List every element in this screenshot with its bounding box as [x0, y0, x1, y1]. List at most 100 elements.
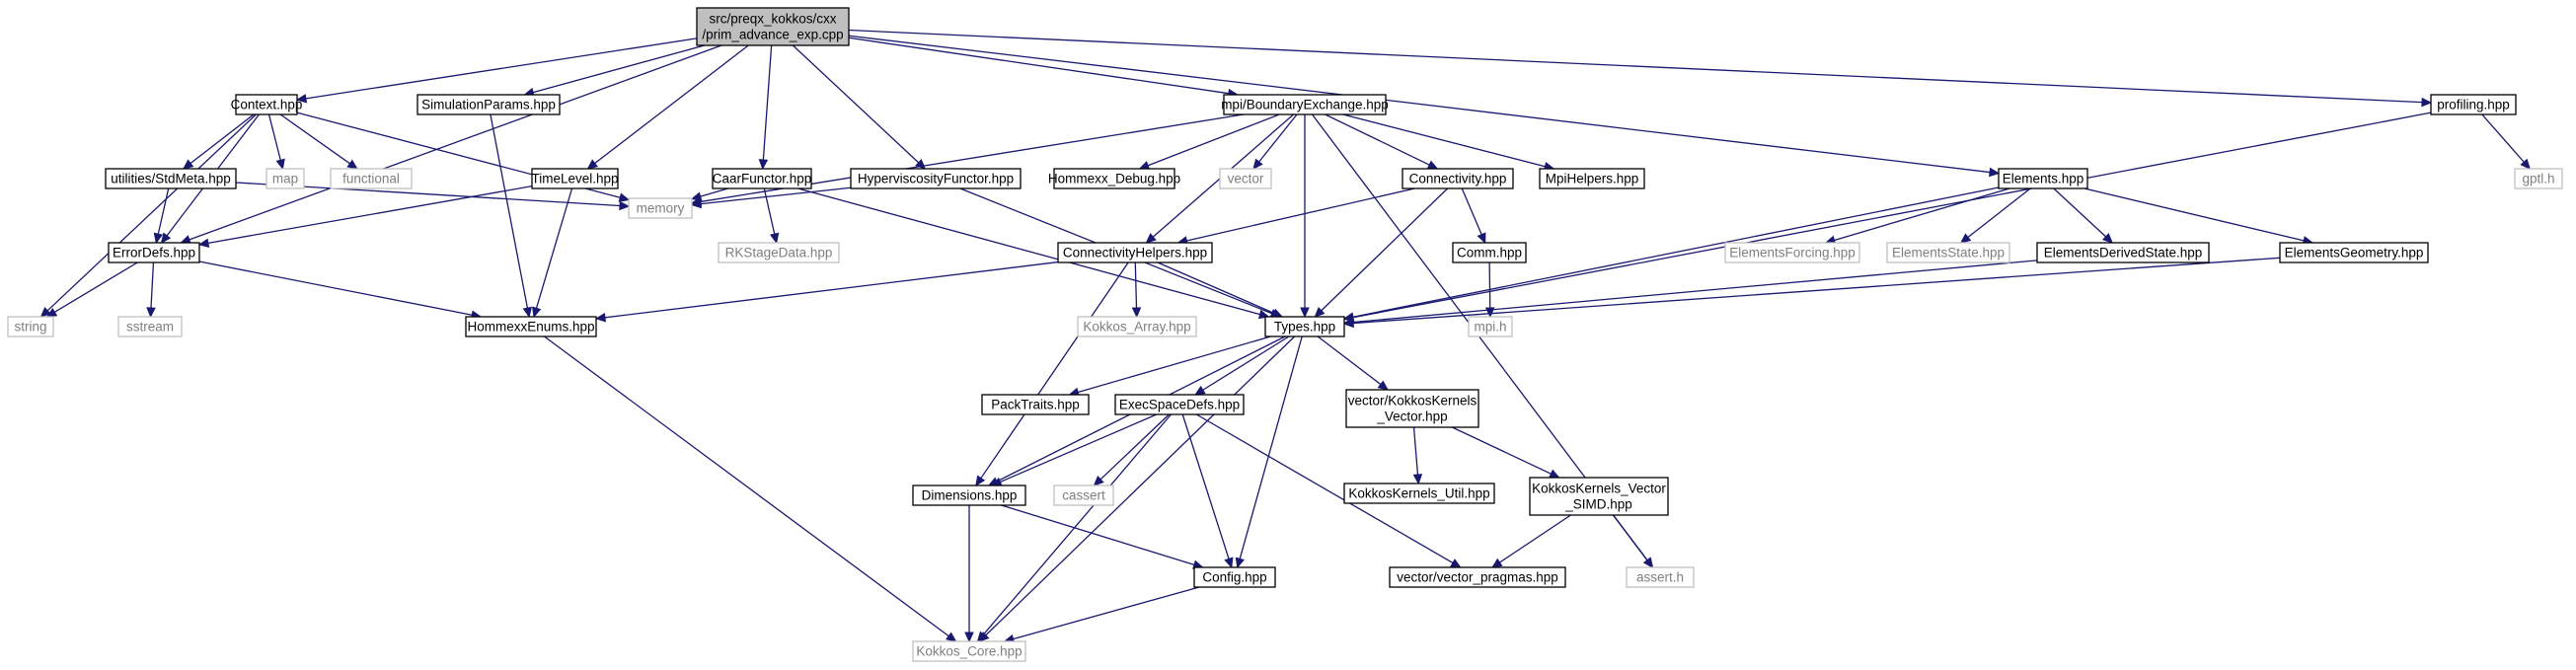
- node-map: map: [265, 168, 305, 189]
- node-vecpragmas[interactable]: vector/vector_pragmas.hpp: [1389, 566, 1566, 588]
- node-elderived[interactable]: ElementsDerivedState.hpp: [2036, 242, 2210, 263]
- node-root[interactable]: src/preqx_kokkos/cxx/prim_advance_exp.cp…: [696, 7, 850, 46]
- edge-arrowhead: [39, 307, 51, 318]
- edge-arrowhead: [153, 232, 164, 245]
- node-kksimd[interactable]: KokkosKernels_Vector_SIMD.hpp: [1529, 477, 1669, 516]
- node-label: TimeLevel.hpp: [531, 172, 618, 186]
- node-box[interactable]: [850, 168, 1022, 189]
- edge-arrowhead: [197, 238, 210, 248]
- edge-arrowhead: [1342, 318, 1354, 329]
- node-hommexxenums[interactable]: HommexxEnums.hpp: [465, 316, 597, 337]
- node-connectivity[interactable]: Connectivity.hpp: [1402, 168, 1514, 189]
- node-box: [1219, 168, 1272, 189]
- node-box[interactable]: [1264, 316, 1345, 337]
- node-connhelpers[interactable]: ConnectivityHelpers.hpp: [1057, 242, 1213, 263]
- node-box: [1053, 484, 1114, 506]
- node-label: cassert: [1062, 488, 1105, 503]
- node-label: Kokkos_Core.hpp: [916, 644, 1022, 659]
- edge-root-to-timelevel: [594, 44, 749, 165]
- edge-arrowhead: [532, 306, 542, 319]
- node-simparams[interactable]: SimulationParams.hpp: [417, 94, 561, 115]
- node-profiling[interactable]: profiling.hpp: [2430, 94, 2517, 115]
- node-types[interactable]: Types.hpp: [1264, 316, 1345, 337]
- node-box[interactable]: [1539, 168, 1645, 189]
- node-timelevel[interactable]: TimeLevel.hpp: [531, 168, 619, 189]
- node-elgeometry[interactable]: ElementsGeometry.hpp: [2279, 242, 2429, 263]
- edge-arrowhead: [1642, 557, 1654, 568]
- node-mpihelpers[interactable]: MpiHelpers.hpp: [1539, 168, 1645, 189]
- node-stdmeta[interactable]: utilities/StdMeta.hpp: [105, 168, 237, 189]
- node-box[interactable]: [1402, 168, 1514, 189]
- edge-elements-to-elgeometry: [2084, 187, 2305, 242]
- node-box[interactable]: [2036, 242, 2210, 263]
- edge-root-to-context: [305, 37, 698, 100]
- node-box[interactable]: [1223, 94, 1387, 115]
- node-kkutil[interactable]: KokkosKernels_Util.hpp: [1343, 483, 1495, 504]
- edge-arrowhead: [1224, 557, 1234, 569]
- node-box[interactable]: [1193, 566, 1276, 588]
- edge-context-to-functional: [279, 113, 350, 165]
- node-label: Kokkos_Array.hpp: [1083, 320, 1190, 335]
- node-box[interactable]: [1389, 566, 1566, 588]
- node-label: vector/vector_pragmas.hpp: [1397, 570, 1558, 585]
- node-box[interactable]: [465, 316, 597, 337]
- node-label: Dimensions.hpp: [922, 488, 1018, 503]
- edge-arrowhead: [1426, 160, 1439, 170]
- node-box[interactable]: [2430, 94, 2517, 115]
- node-string: string: [7, 316, 54, 337]
- node-label: functional: [342, 172, 400, 186]
- node-label: ElementsState.hpp: [1892, 246, 2005, 261]
- node-box[interactable]: [712, 168, 812, 189]
- edge-boundary-to-mpihelpers: [1342, 113, 1546, 168]
- node-label: ErrorDefs.hpp: [113, 246, 195, 261]
- node-box[interactable]: [1452, 242, 1527, 263]
- node-hommexxdebug[interactable]: Hommexx_Debug.hpp: [1048, 168, 1180, 189]
- node-rkstage: RKStageData.hpp: [718, 242, 840, 263]
- node-label: ElementsForcing.hpp: [1729, 246, 1856, 261]
- node-label: vector: [1228, 172, 1264, 186]
- node-gptl: gptl.h: [2514, 168, 2563, 189]
- node-packtraits[interactable]: PackTraits.hpp: [981, 394, 1090, 415]
- edge-connectivity-to-types: [1321, 187, 1449, 312]
- node-label: SimulationParams.hpp: [421, 98, 556, 112]
- node-box: [330, 168, 413, 189]
- node-label: vector/KokkosKernels: [1348, 394, 1477, 409]
- node-box[interactable]: [981, 394, 1090, 415]
- node-box[interactable]: [1343, 483, 1495, 504]
- node-label: _SIMD.hpp: [1564, 497, 1632, 512]
- node-label: src/preqx_kokkos/cxx: [709, 12, 836, 27]
- node-box[interactable]: [696, 7, 850, 46]
- node-hypervisc[interactable]: HyperviscosityFunctor.hpp: [850, 168, 1022, 189]
- node-box[interactable]: [1345, 389, 1479, 428]
- node-box[interactable]: [105, 168, 237, 189]
- graph-nodes: src/preqx_kokkos/cxx/prim_advance_exp.cp…: [7, 7, 2563, 662]
- node-box[interactable]: [531, 168, 619, 189]
- node-label: MpiHelpers.hpp: [1546, 172, 1639, 186]
- node-box[interactable]: [1114, 394, 1245, 415]
- node-label: string: [14, 320, 46, 335]
- node-box[interactable]: [235, 94, 298, 115]
- node-execspace[interactable]: ExecSpaceDefs.hpp: [1114, 394, 1245, 415]
- node-box[interactable]: [108, 242, 200, 263]
- edge-arrowhead: [1138, 161, 1151, 171]
- node-box[interactable]: [1057, 242, 1213, 263]
- node-box[interactable]: [2279, 242, 2429, 263]
- node-context[interactable]: Context.hpp: [231, 94, 303, 115]
- node-label: Elements.hpp: [2003, 172, 2084, 186]
- node-box[interactable]: [1998, 168, 2088, 189]
- node-label: gptl.h: [2522, 172, 2554, 186]
- node-caar[interactable]: CaarFunctor.hpp: [712, 168, 812, 189]
- node-boundary[interactable]: mpi/BoundaryExchange.hpp: [1221, 94, 1389, 115]
- node-box[interactable]: [1053, 168, 1175, 189]
- node-config[interactable]: Config.hpp: [1193, 566, 1276, 588]
- edge-connectivity-to-comm: [1461, 187, 1482, 235]
- node-box[interactable]: [1529, 477, 1669, 516]
- edge-errordefs-to-sstream: [150, 261, 155, 309]
- node-box[interactable]: [417, 94, 561, 115]
- node-comm[interactable]: Comm.hpp: [1452, 242, 1527, 263]
- node-dimensions[interactable]: Dimensions.hpp: [912, 484, 1026, 506]
- node-elements[interactable]: Elements.hpp: [1998, 168, 2088, 189]
- node-box[interactable]: [912, 484, 1026, 506]
- node-errordefs[interactable]: ErrorDefs.hpp: [108, 242, 200, 263]
- node-kkvector[interactable]: vector/KokkosKernels_Vector.hpp: [1345, 389, 1479, 428]
